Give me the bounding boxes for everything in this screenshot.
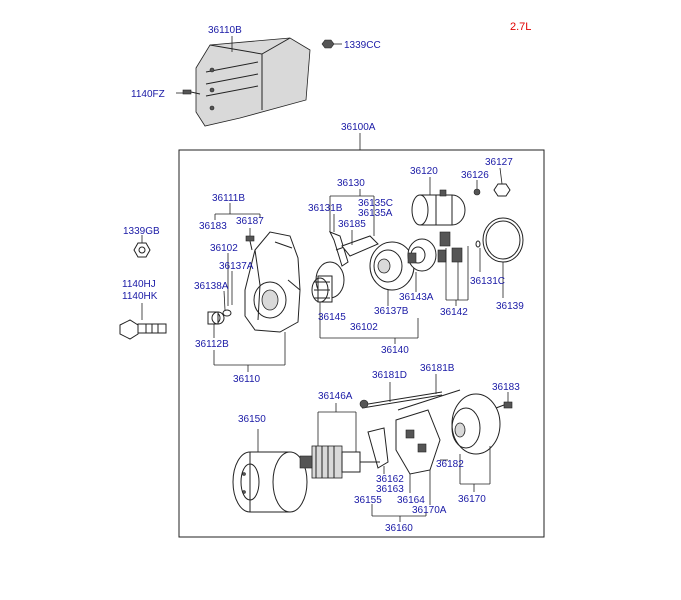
washer-36126 — [473, 188, 481, 196]
label-36187: 36187 — [236, 216, 264, 227]
label-36102-mid: 36102 — [350, 322, 378, 333]
heat-shield-part — [195, 37, 311, 127]
label-36163: 36163 — [376, 484, 404, 495]
label-36170: 36170 — [458, 494, 486, 505]
through-bolts-part — [359, 389, 461, 411]
label-36100a: 36100A — [341, 122, 376, 133]
engine-note: 2.7L — [510, 21, 531, 33]
gear-set-part — [407, 231, 463, 272]
label-36126: 36126 — [461, 170, 489, 181]
label-36143a: 36143A — [399, 292, 434, 303]
front-housing-part — [244, 231, 301, 333]
brush-holder-part — [367, 409, 441, 475]
reduction-gear-part — [369, 241, 415, 291]
label-36127: 36127 — [485, 157, 513, 168]
bolt-1140hj — [119, 319, 167, 340]
label-36111b: 36111B — [212, 193, 245, 204]
label-36131b: 36131B — [308, 203, 343, 214]
nut-1339gb — [133, 242, 151, 258]
clip-36131c — [475, 240, 481, 248]
nut-1339cc — [321, 39, 335, 49]
label-36135c: 36135C — [358, 198, 393, 209]
label-36110: 36110 — [233, 374, 261, 385]
label-1140hj: 1140HJ — [122, 279, 156, 290]
label-1339gb: 1339GB — [123, 226, 160, 237]
label-36183-bottom: 36183 — [492, 382, 520, 393]
assembly-frame — [178, 149, 545, 538]
yoke-assembly-part — [232, 451, 308, 513]
label-36139: 36139 — [496, 301, 524, 312]
plug-36138a — [222, 309, 232, 317]
armature-part — [299, 445, 380, 479]
label-36137b: 36137B — [374, 306, 409, 317]
label-36183-top: 36183 — [199, 221, 227, 232]
label-36110b: 36110B — [208, 25, 242, 36]
nut-36127 — [493, 183, 511, 197]
label-1140hk: 1140HK — [122, 291, 158, 302]
label-36182: 36182 — [436, 459, 464, 470]
label-36170a: 36170A — [412, 505, 447, 516]
screw-36183 — [495, 401, 513, 409]
cover-36139 — [482, 217, 524, 263]
label-36140: 36140 — [381, 345, 409, 356]
label-36131c: 36131C — [470, 276, 505, 287]
pinion-drive-part — [311, 261, 345, 303]
label-36120: 36120 — [410, 166, 438, 177]
label-1140fz: 1140FZ — [131, 89, 165, 100]
label-36185: 36185 — [338, 219, 366, 230]
label-36181b: 36181B — [420, 363, 455, 374]
label-1339cc: 1339CC — [344, 40, 381, 51]
label-36155: 36155 — [354, 495, 382, 506]
solenoid-part — [411, 189, 466, 226]
label-36181d: 36181D — [372, 370, 407, 381]
rear-cover-part — [451, 393, 501, 455]
bolt-36187 — [245, 235, 255, 251]
label-36150: 36150 — [238, 414, 266, 425]
label-36146a: 36146A — [318, 391, 353, 402]
label-36162: 36162 — [376, 474, 404, 485]
bushing-36112b — [207, 311, 225, 325]
label-36160: 36160 — [385, 523, 413, 534]
label-36164: 36164 — [397, 495, 425, 506]
label-36112b: 36112B — [195, 339, 229, 350]
label-36102-left: 36102 — [210, 243, 238, 254]
label-36130: 36130 — [337, 178, 365, 189]
label-36145: 36145 — [318, 312, 346, 323]
label-36137a: 36137A — [219, 261, 254, 272]
label-36142: 36142 — [440, 307, 468, 318]
label-36135a: 36135A — [358, 208, 393, 219]
bolt-1140fz — [182, 89, 201, 95]
label-36138a: 36138A — [194, 281, 229, 292]
plate-36185 — [341, 235, 379, 257]
